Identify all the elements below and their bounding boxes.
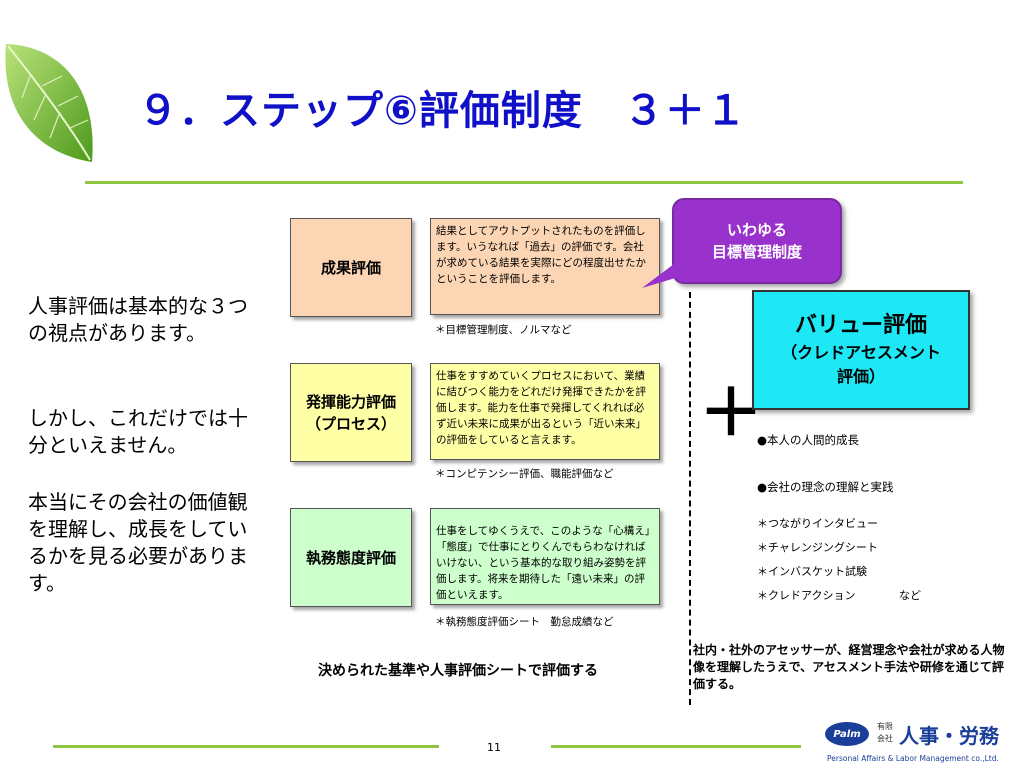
logo-mark: Palm <box>825 722 869 746</box>
logo-company-name: 人事・労務 <box>899 724 999 748</box>
result-evaluation-note: ＊目標管理制度、ノルマなど <box>435 324 572 336</box>
attitude-evaluation-note: ＊執務態度評価シート 勤怠成績など <box>435 616 614 628</box>
value-method-etc: など <box>899 589 921 602</box>
company-logo: Palm 有限 会社 人事・労務 Personal Affairs & Labo… <box>823 718 1019 766</box>
intro-paragraph-2: しかし、これだけでは十分といえません。 <box>28 406 248 457</box>
logo-mark-text: Palm <box>833 728 861 740</box>
leaf-icon <box>5 44 93 162</box>
footer-line-right <box>551 745 801 748</box>
mbo-callout-line2: 目標管理制度 <box>711 243 802 261</box>
attitude-evaluation-description: 仕事をしてゆくうえで、このような「心構え」「態度」で仕事にとりくんでもらわなけれ… <box>430 508 660 605</box>
ability-evaluation-box: 発揮能力評価（プロセス） <box>290 363 412 462</box>
value-evaluation-title: バリュー評価 <box>794 313 927 338</box>
value-method-1: ＊つながりインタビュー <box>757 517 878 530</box>
value-evaluation-subtitle-2: 評価） <box>836 367 885 386</box>
bottom-center-caption: 決められた基準や人事評価シートで評価する <box>318 663 598 679</box>
result-evaluation-description: 結果としてアウトプットされたものを評価します。いうなれば「過去」の評価です。会社… <box>430 218 660 315</box>
ability-evaluation-label: 発揮能力評価（プロセス） <box>305 392 396 433</box>
value-evaluation-box: バリュー評価 （クレドアセスメント 評価） <box>752 290 970 410</box>
result-evaluation-box: 成果評価 <box>290 218 412 317</box>
attitude-evaluation-label: 執務態度評価 <box>305 548 396 567</box>
value-method-4: ＊クレドアクション <box>757 589 856 602</box>
ability-evaluation-description: 仕事をすすめていくプロセスにおいて、業績に結びつく能力をどれだけ発揮できたかを評… <box>430 363 660 460</box>
value-method-3: ＊インバスケット試験 <box>757 565 867 578</box>
mbo-callout-line1: いわゆる <box>726 221 787 239</box>
callout-pointer-icon <box>642 264 682 288</box>
assessor-description: 社内・社外のアセッサーが、経営理念や会社が求める人物像を理解したうえで、アセスメ… <box>693 643 1005 691</box>
attitude-evaluation-box: 執務態度評価 <box>290 508 412 607</box>
intro-paragraph-3: 本当にその会社の価値観を理解し、成長をしているかを見る必要があります。 <box>28 490 248 595</box>
mbo-callout: いわゆる 目標管理制度 <box>672 198 842 284</box>
footer-line-left <box>53 745 439 748</box>
page-number: 11 <box>487 741 501 754</box>
value-evaluation-subtitle-1: （クレドアセスメント <box>781 343 941 362</box>
result-evaluation-label: 成果評価 <box>320 258 381 277</box>
value-point-1: ●本人の人間的成長 <box>757 433 860 447</box>
intro-paragraph-1: 人事評価は基本的な３つの視点があります。 <box>28 294 248 345</box>
divider-dashed <box>689 292 691 705</box>
slide-title: ９．ステップ⑥評価制度 ３＋１ <box>138 88 747 134</box>
title-underline <box>85 181 963 184</box>
value-method-2: ＊チャレンジングシート <box>757 541 878 554</box>
logo-kanji-small-1: 有限 <box>877 722 893 731</box>
logo-kanji-small-2: 会社 <box>877 734 893 743</box>
logo-english-name: Personal Affairs & Labor Management co.,… <box>827 754 999 763</box>
value-point-2: ●会社の理念の理解と実践 <box>757 480 894 494</box>
ability-evaluation-note: ＊コンピテンシー評価、職能評価など <box>435 468 614 480</box>
